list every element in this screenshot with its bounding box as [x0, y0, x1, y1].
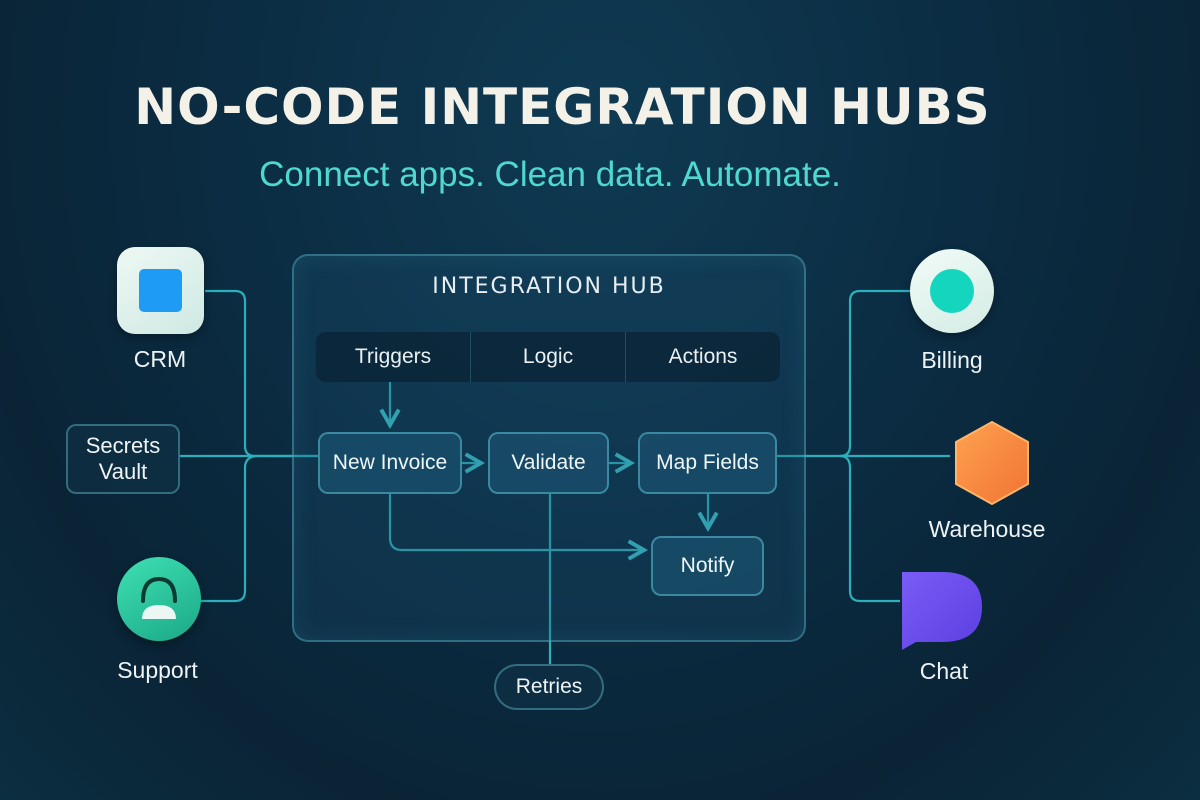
- teal-circle-icon: [930, 269, 974, 313]
- retries-node[interactable]: Retries: [494, 664, 604, 710]
- page-title: NO-CODE INTEGRATION HUBS: [134, 78, 991, 136]
- wire-newinvoice-notify: [388, 494, 648, 561]
- wire-billing: [839, 289, 910, 458]
- tab-triggers[interactable]: Triggers: [316, 332, 471, 382]
- chat-bubble-icon[interactable]: [898, 570, 984, 652]
- billing-app-icon[interactable]: [910, 249, 994, 333]
- billing-label: Billing: [921, 347, 983, 373]
- crm-app-icon[interactable]: [117, 247, 204, 334]
- blue-square-icon: [139, 269, 182, 312]
- secrets-vault-node[interactable]: Secrets Vault: [66, 424, 180, 494]
- chat-label: Chat: [919, 658, 969, 684]
- tab-actions[interactable]: Actions: [668, 345, 738, 368]
- support-app-icon[interactable]: [117, 557, 201, 641]
- page-subtitle: Connect apps. Clean data. Automate.: [259, 155, 841, 194]
- headset-person-icon: [141, 576, 177, 619]
- node-new-invoice[interactable]: New Invoice: [318, 432, 462, 494]
- support-label: Support: [117, 657, 198, 683]
- wire-chat: [839, 454, 900, 603]
- warehouse-label: Warehouse: [928, 516, 1046, 542]
- hub-tabs: Triggers Logic Actions: [316, 332, 780, 382]
- node-notify[interactable]: Notify: [651, 536, 764, 596]
- hub-title: INTEGRATION HUB: [432, 274, 666, 299]
- orange-hexagon-icon[interactable]: [950, 418, 1034, 508]
- wire-support: [198, 454, 259, 603]
- crm-label: CRM: [133, 346, 187, 372]
- tab-logic[interactable]: Logic: [471, 332, 626, 382]
- node-map-fields[interactable]: Map Fields: [638, 432, 777, 494]
- node-validate[interactable]: Validate: [488, 432, 609, 494]
